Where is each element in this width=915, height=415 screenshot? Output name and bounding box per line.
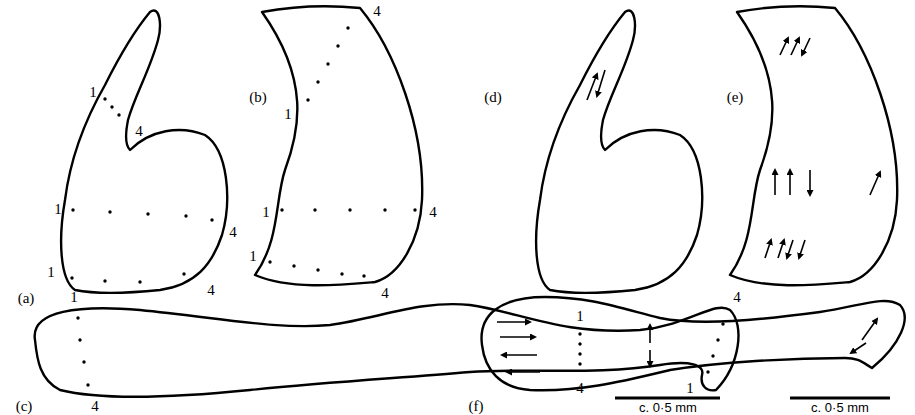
section-outline [255,6,422,285]
callout-number: 1 [89,85,97,100]
panel-letter: (a) [18,291,35,306]
callout-number: 1 [576,309,584,324]
callout-number: 4 [381,286,389,301]
outlines [35,6,905,397]
section-outline [536,11,702,293]
callout-number: 4 [373,4,381,19]
panel-letter: (c) [16,399,33,414]
scale-bar [790,397,890,400]
panel-letter: (e) [727,90,744,105]
callout-number: 4 [576,381,584,396]
sample-dots [70,26,724,386]
callout-number: 4 [429,205,437,220]
section-outline [35,304,739,397]
scale-bar [615,397,720,400]
callout-number: 1 [262,205,270,220]
callout-number: 1 [284,107,292,122]
panel-letter: (d) [484,90,502,105]
direction-arrows [497,38,880,372]
section-outline [61,11,227,293]
callout-number: 1 [70,290,78,305]
section-outline [482,297,905,390]
section-outline [730,6,897,285]
callout-number: 4 [229,225,237,240]
callout-number: 1 [47,265,55,280]
callout-number: 1 [54,202,62,217]
callout-number: 4 [135,124,143,139]
callout-number: 4 [733,290,741,305]
scale-label: c. 0·5 mm [811,401,869,414]
callout-number: 1 [686,381,694,396]
panel-letter: (b) [249,90,267,105]
callout-number: 1 [249,249,257,264]
panel-letter: (f) [469,399,484,414]
scale-bars [615,397,890,400]
callout-number: 4 [207,283,215,298]
scale-label: c. 0·5 mm [639,401,697,414]
callout-number: 4 [91,399,99,414]
